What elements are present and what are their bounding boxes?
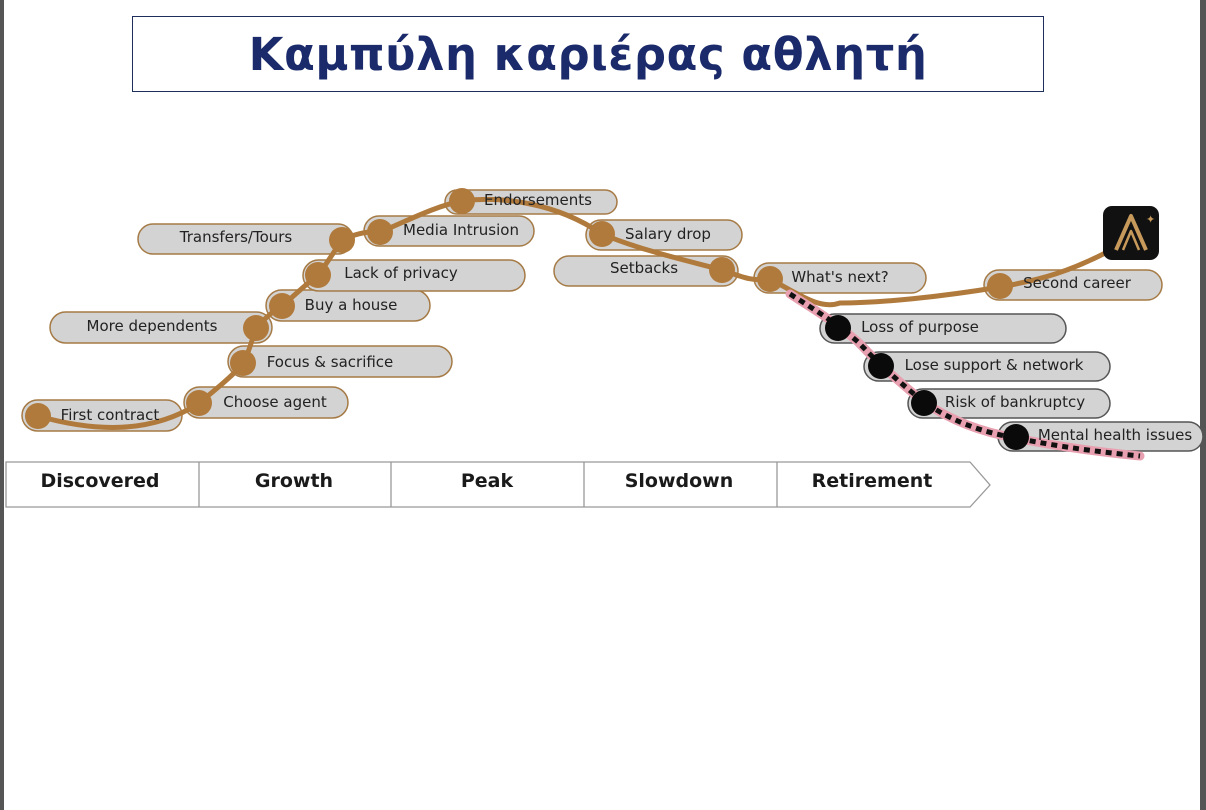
label-transfers-tours: Transfers/Tours (179, 228, 293, 246)
label-more-dependents: More dependents (87, 317, 218, 335)
timeline-outline (5, 461, 991, 508)
label-buy-a-house: Buy a house (305, 296, 398, 314)
label-focus-sacrifice: Focus & sacrifice (267, 353, 394, 371)
title-box: Καμπύλη καριέρας αθλητή (132, 16, 1044, 92)
page-title: Καμπύλη καριέρας αθλητή (248, 27, 928, 81)
dot-more-dependents (243, 315, 269, 341)
dot-lack-of-privacy (305, 262, 331, 288)
pill-lack-of-privacy (302, 259, 526, 292)
pill-more-dependents (49, 311, 273, 344)
label-loss-of-purpose: Loss of purpose (861, 318, 979, 336)
label-media-intrusion: Media Intrusion (403, 221, 519, 239)
positive-dots (25, 188, 1013, 429)
label-whats-next: What's next? (791, 268, 888, 286)
dot-salary-drop (589, 221, 615, 247)
pill-risk-bankruptcy (907, 388, 1111, 419)
pill-choose-agent (183, 386, 349, 419)
stage-growth: Growth (255, 470, 333, 492)
dot-risk-bankruptcy (911, 390, 937, 416)
dot-choose-agent (186, 390, 212, 416)
stage-peak: Peak (461, 470, 514, 492)
label-mental-health: Mental health issues (1038, 426, 1192, 444)
label-lack-of-privacy: Lack of privacy (344, 264, 458, 282)
dot-whats-next (757, 266, 783, 292)
label-endorsements: Endorsements (484, 191, 592, 209)
label-salary-drop: Salary drop (625, 225, 711, 243)
pill-focus-sacrifice (227, 345, 453, 378)
dot-loss-of-purpose (825, 315, 851, 341)
label-lose-support: Lose support & network (905, 356, 1084, 374)
svg-text:✦: ✦ (1146, 213, 1155, 226)
dot-second-career (987, 273, 1013, 299)
brand-a-star-logo: ✦ (1103, 206, 1159, 260)
label-choose-agent: Choose agent (223, 393, 327, 411)
label-first-contract: First contract (61, 406, 160, 424)
dot-buy-a-house (269, 293, 295, 319)
right-edge (1200, 0, 1206, 810)
negative-dots (825, 315, 1029, 450)
dot-media-intrusion (367, 219, 393, 245)
dot-setbacks (709, 257, 735, 283)
dot-first-contract (25, 403, 51, 429)
left-edge (0, 0, 4, 810)
dot-focus-sacrifice (230, 350, 256, 376)
stage-retirement: Retirement (812, 470, 933, 492)
stage-slowdown: Slowdown (625, 470, 734, 492)
milestone-labels: First contract Choose agent Focus & sacr… (61, 191, 1193, 444)
label-setbacks: Setbacks (610, 259, 678, 277)
label-second-career: Second career (1023, 274, 1132, 292)
label-risk-bankruptcy: Risk of bankruptcy (945, 393, 1085, 411)
stage-discovered: Discovered (40, 470, 159, 492)
stage-timeline: Discovered Growth Peak Slowdown Retireme… (5, 461, 991, 508)
dot-lose-support (868, 353, 894, 379)
pill-lose-support (863, 351, 1111, 382)
dot-endorsements (449, 188, 475, 214)
dot-mental-health (1003, 424, 1029, 450)
pills (21, 189, 1204, 452)
dot-transfers-tours (329, 227, 355, 253)
pill-loss-of-purpose (819, 313, 1067, 344)
